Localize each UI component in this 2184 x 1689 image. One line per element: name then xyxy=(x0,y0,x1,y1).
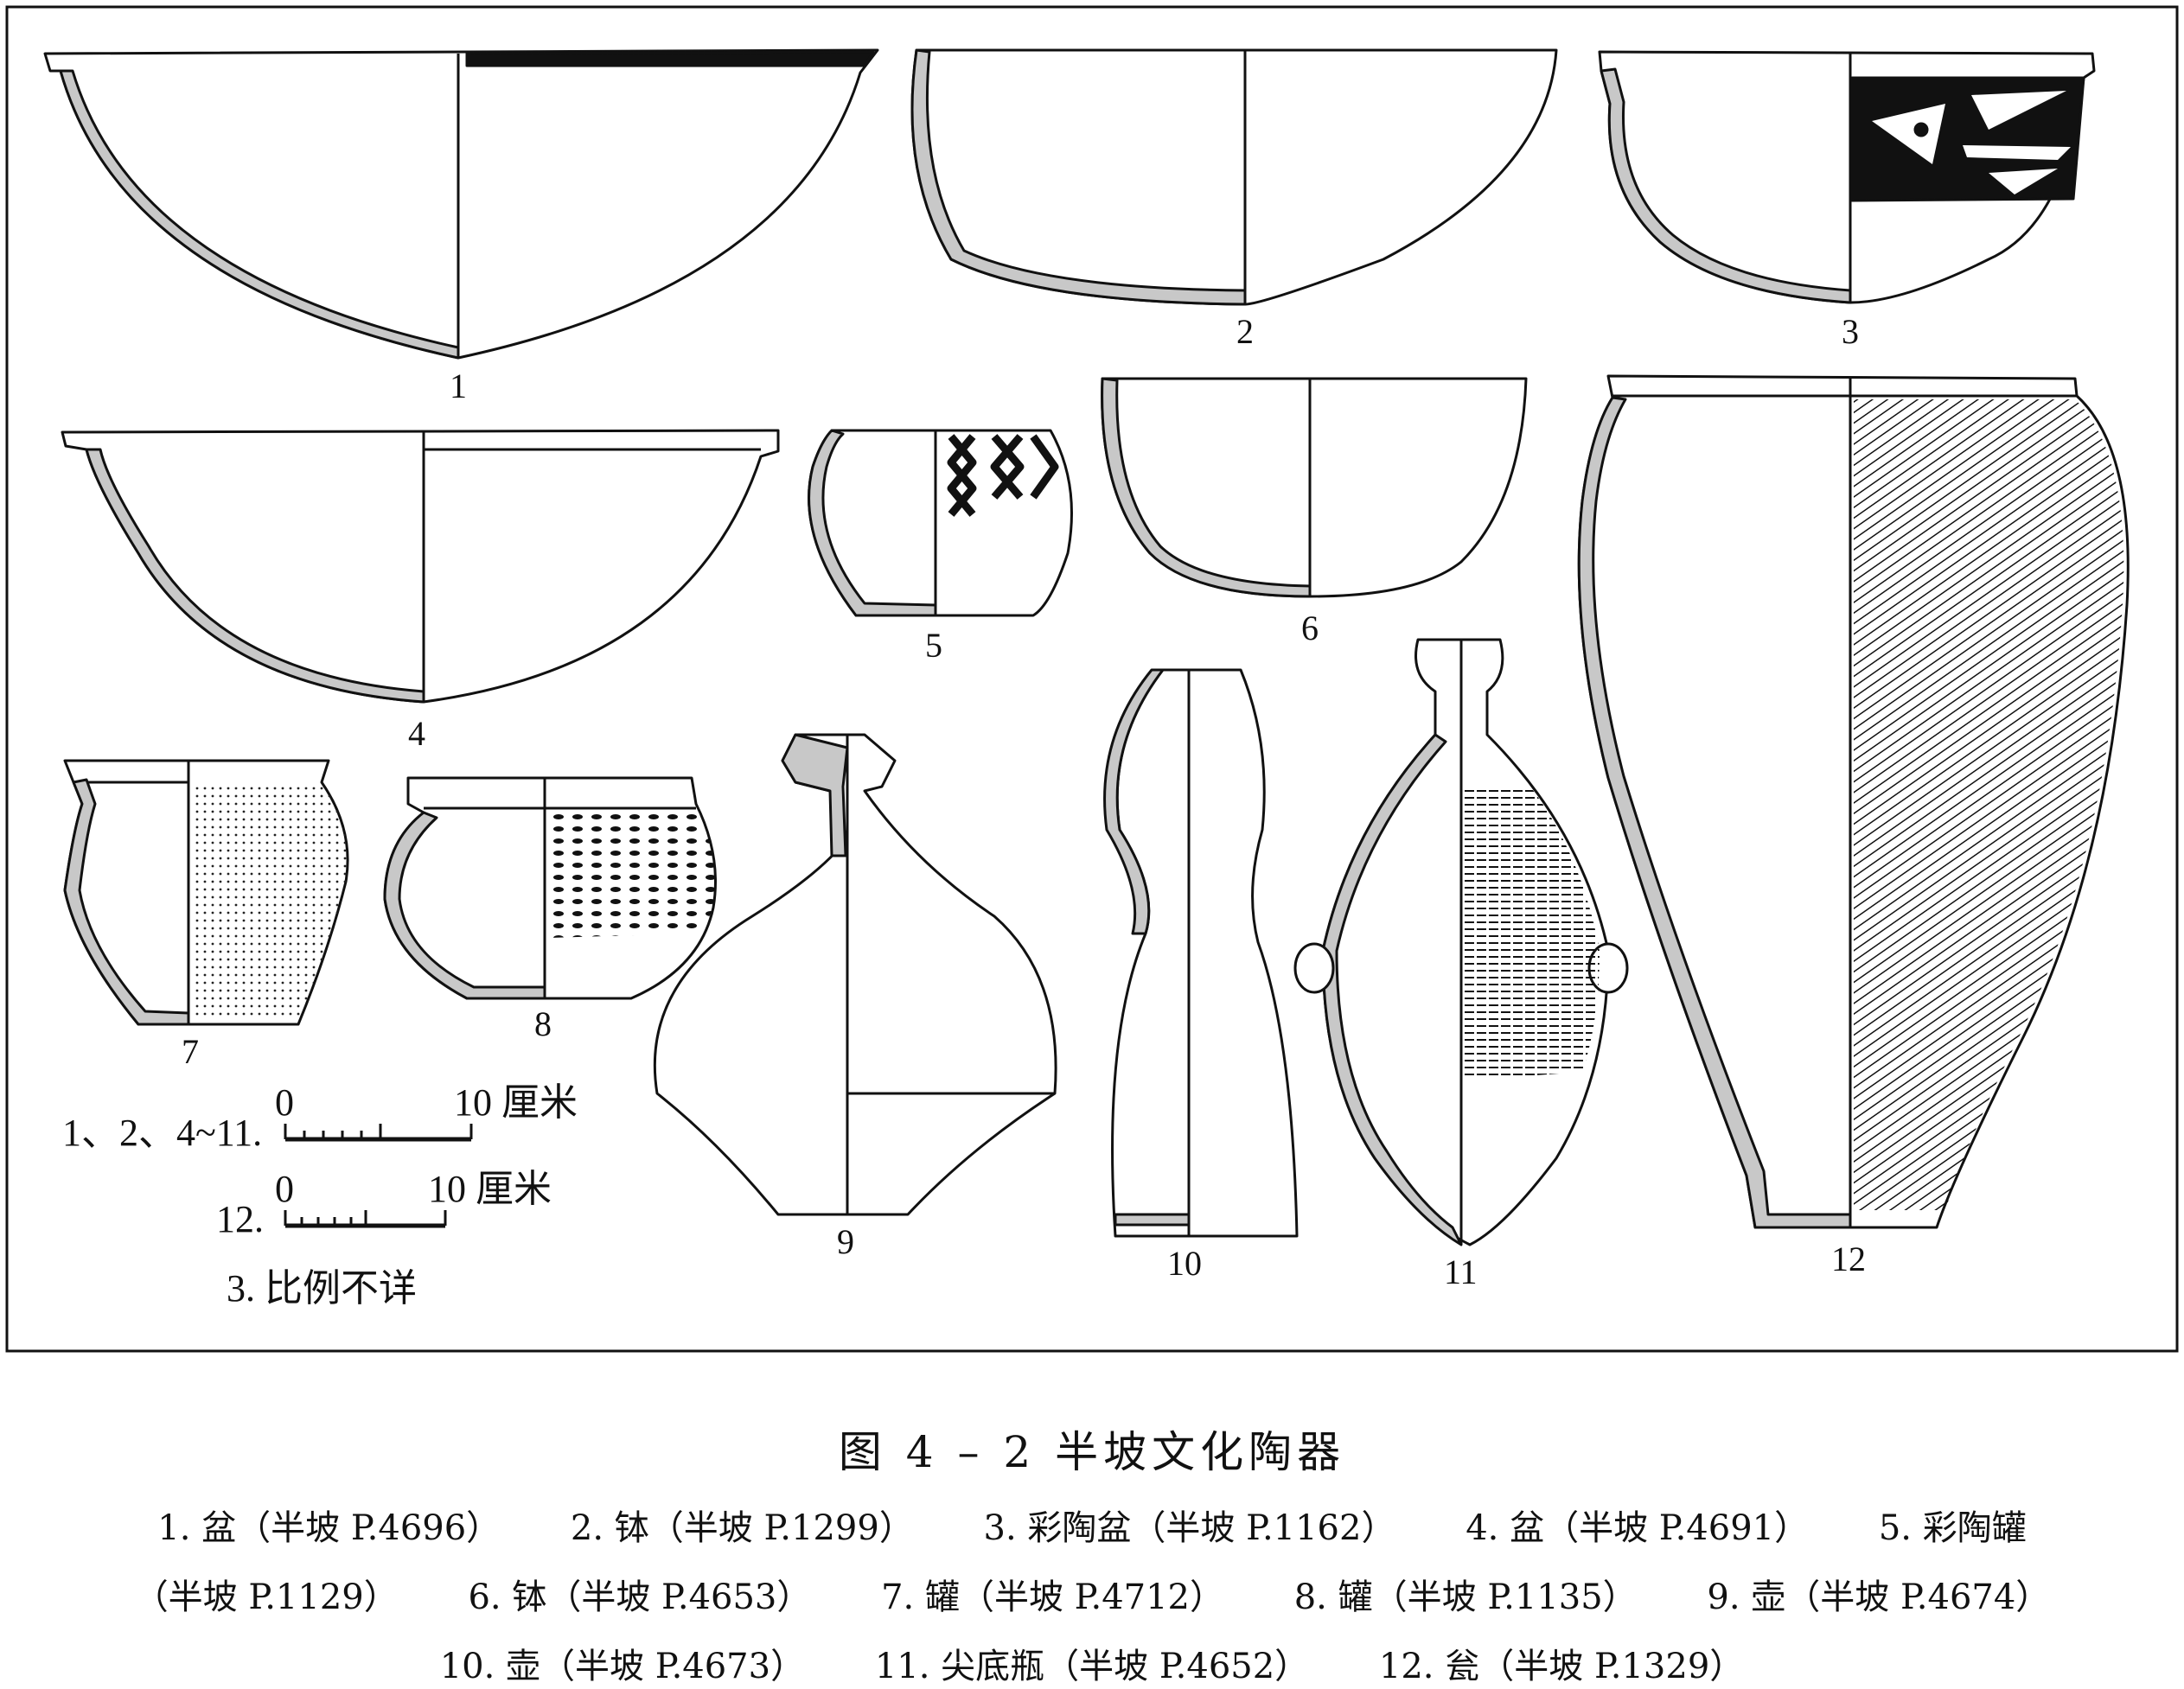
vessel-8-impressed-texture xyxy=(548,808,716,938)
label-vessel-6: 6 xyxy=(1301,609,1319,647)
vessel-11-cord-texture xyxy=(1465,787,1600,1080)
vessel-11-handle-left xyxy=(1293,942,1335,994)
scale-1-start: 0 xyxy=(275,1081,294,1124)
label-vessel-12: 12 xyxy=(1831,1240,1866,1278)
vessel-7-jar xyxy=(63,759,349,1026)
caption-item: 12. 瓮（半坡 P.1329） xyxy=(1378,1647,1745,1686)
label-vessel-1: 1 xyxy=(450,366,467,405)
caption-item: 8. 罐（半坡 P.1135） xyxy=(1293,1577,1638,1617)
vessel-10-gourd-bottle xyxy=(1103,668,1299,1238)
label-vessel-4: 4 xyxy=(408,714,425,753)
label-vessel-2: 2 xyxy=(1236,312,1254,351)
label-vessel-11: 11 xyxy=(1444,1252,1478,1291)
caption-line-3: 10. 壶（半坡 P.4673） 11. 尖底瓶（半坡 P.4652） 12. … xyxy=(0,1638,2184,1688)
scale-bar-2 xyxy=(284,1210,447,1228)
label-vessel-8: 8 xyxy=(534,1004,552,1043)
caption-line-2: （半坡 P.1129） 6. 钵（半坡 P.4653） 7. 罐（半坡 P.47… xyxy=(0,1569,2184,1619)
vessel-12-urn xyxy=(1577,374,2130,1229)
caption-item: 11. 尖底瓶（半坡 P.4652） xyxy=(874,1647,1310,1686)
vessel-1-basin xyxy=(43,48,879,360)
label-vessel-3: 3 xyxy=(1842,312,1859,351)
label-vessel-7: 7 xyxy=(182,1032,199,1071)
caption-item: 5. 彩陶罐 xyxy=(1878,1508,2027,1548)
figure-title: 图 4 – 2 半坡文化陶器 xyxy=(838,1427,1346,1477)
vessel-5-zigzag-motif xyxy=(947,434,1059,517)
caption-line-1: 1. 盆（半坡 P.4696） 2. 钵（半坡 P.1299） 3. 彩陶盆（半… xyxy=(0,1500,2184,1550)
caption-item: 2. 钵（半坡 P.1299） xyxy=(570,1508,914,1548)
scale-bar-1 xyxy=(284,1124,473,1142)
scale-2-group: 12. xyxy=(216,1198,264,1240)
caption-item: 4. 盆（半坡 P.4691） xyxy=(1466,1508,1810,1548)
vessel-8-jar xyxy=(383,776,717,1000)
vessel-6-bowl xyxy=(1101,377,1528,598)
scale-1-group: 1、2、4~11. xyxy=(62,1112,262,1154)
figure-frame xyxy=(5,5,2179,1353)
caption-item: 6. 钵（半坡 P.4653） xyxy=(468,1577,812,1617)
vessel-2-bowl xyxy=(910,48,1558,306)
scale-2-end: 10 厘米 xyxy=(428,1168,552,1210)
vessel-7-cord-texture xyxy=(192,782,348,1020)
vessel-3-painted-basin xyxy=(1598,50,2096,304)
scale-note: 3. 比例不详 xyxy=(227,1267,417,1310)
vessel-5-painted-jar xyxy=(808,429,1073,617)
scale-1-end: 10 厘米 xyxy=(454,1081,578,1124)
vessel-4-basin xyxy=(61,429,780,704)
label-vessel-5: 5 xyxy=(925,626,942,665)
caption-item: 9. 壶（半坡 P.4674） xyxy=(1707,1577,2051,1617)
label-vessel-9: 9 xyxy=(837,1222,854,1261)
caption-item: 3. 彩陶盆（半坡 P.1162） xyxy=(983,1508,1396,1548)
label-vessel-10: 10 xyxy=(1167,1244,1202,1283)
scale-2-start: 0 xyxy=(275,1168,294,1210)
vessel-11-pointed-bottom-bottle xyxy=(1293,638,1629,1246)
caption-item: （半坡 P.1129） xyxy=(133,1577,399,1617)
vessel-12-cord-texture xyxy=(1854,399,2124,1210)
caption-item: 7. 罐（半坡 P.4712） xyxy=(881,1577,1225,1617)
vessel-9-pot xyxy=(653,733,1057,1216)
caption-item: 1. 盆（半坡 P.4696） xyxy=(157,1508,501,1548)
caption-item: 10. 壶（半坡 P.4673） xyxy=(439,1647,806,1686)
